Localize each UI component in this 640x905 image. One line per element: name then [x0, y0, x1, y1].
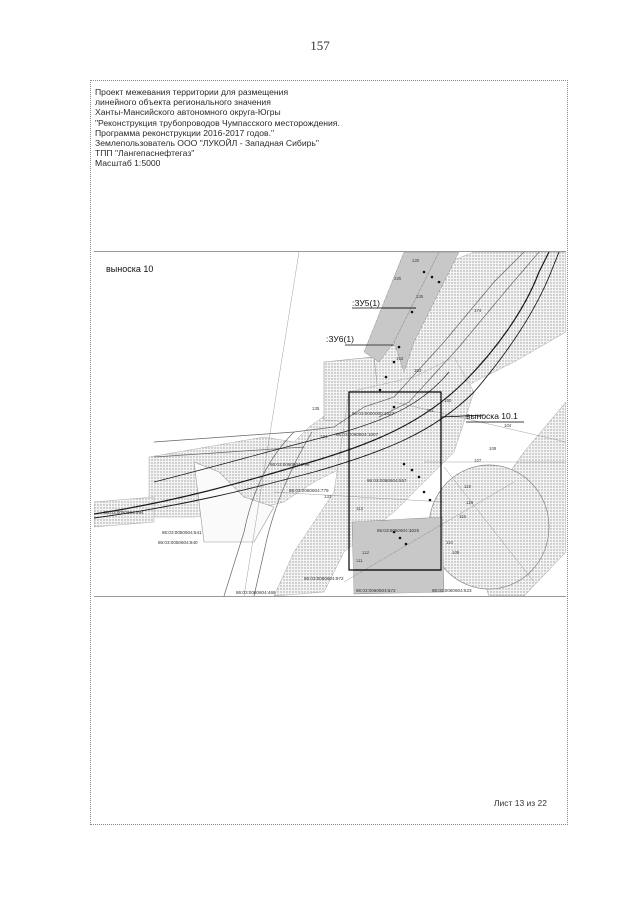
- parcel-label: 86:03:0050604:840: [158, 540, 198, 545]
- svg-text:112: 112: [362, 550, 370, 555]
- svg-text:174: 174: [474, 308, 482, 313]
- parcel-label: 86:03:0050604:1026: [377, 528, 420, 533]
- svg-text:151: 151: [426, 408, 434, 413]
- svg-text:109: 109: [452, 550, 460, 555]
- title-line: Землепользователь ООО "ЛУКОЙЛ - Западная…: [95, 138, 319, 149]
- parcel-label: 86:03:0050604:557: [367, 478, 407, 483]
- svg-text:135: 135: [312, 406, 320, 411]
- scale-line: Масштаб 1:5000: [95, 158, 161, 169]
- zone-label-zu5: :ЗУ5(1): [352, 298, 380, 308]
- title-line: "Реконструкция трубопроводов Чумпасского…: [95, 117, 340, 128]
- svg-text:108: 108: [489, 446, 497, 451]
- title-line: ТПП "Лангепаснефтегаз": [95, 148, 195, 159]
- parcel-label: 86:03:0050604:594: [104, 510, 144, 515]
- svg-text:150: 150: [444, 398, 452, 403]
- title-line: Программа реконструкции 2016-2017 годов.…: [95, 127, 275, 138]
- page-number: 157: [310, 38, 330, 53]
- parcel-label: 86:03:0060604:972: [304, 576, 344, 581]
- sheet-number: Лист 13 из 22: [493, 798, 547, 808]
- map-title: выноска 10: [106, 264, 153, 274]
- cadastral-map: 86:03:0000000:1327 86:03:0060604:1007 86…: [94, 252, 566, 596]
- svg-text:113: 113: [356, 506, 364, 511]
- terrain-areas: [94, 252, 566, 596]
- callout-rectangle: [348, 391, 442, 571]
- svg-text:110: 110: [446, 540, 454, 545]
- parcel-labels: 86:03:0000000:1327 86:03:0060604:1007 86…: [104, 411, 472, 595]
- svg-text:118: 118: [466, 500, 474, 505]
- drawing-sheet: Проект межевания территории для размещен…: [90, 80, 568, 825]
- svg-text:133: 133: [324, 494, 332, 499]
- title-block: Проект межевания территории для размещен…: [95, 87, 455, 169]
- svg-text:153: 153: [414, 368, 422, 373]
- title-line: линейного объекта регионального значения: [95, 97, 271, 108]
- svg-text:152: 152: [396, 356, 404, 361]
- title-line: Проект межевания территории для размещен…: [95, 87, 289, 97]
- parcel-label: 86:03:0050604:798: [270, 462, 310, 467]
- point-number-labels: 228 226 225 174 152 153 150 151 135 134 …: [312, 258, 512, 563]
- callout-leader: [440, 414, 485, 418]
- survey-points: [378, 270, 441, 546]
- svg-text:116: 116: [459, 514, 467, 519]
- parcel-label: 86:03:0060604:573: [356, 588, 396, 593]
- parcel-label: 86:03:0060604:1007: [336, 432, 379, 437]
- svg-text:111: 111: [356, 558, 363, 563]
- parcel-label: 86:03:0060604:469: [236, 590, 276, 595]
- map-view: 86:03:0000000:1327 86:03:0060604:1007 86…: [94, 251, 566, 597]
- parcel-label: 86:03:0060604:779: [289, 488, 329, 493]
- parcel-label: 86:03:0060604:523: [432, 588, 472, 593]
- svg-text:107: 107: [474, 458, 482, 463]
- survey-lines: [243, 252, 566, 596]
- callout-label: выноска 10.1: [466, 411, 518, 421]
- zone-label-zu6: :ЗУ6(1): [326, 334, 354, 344]
- svg-text:225: 225: [416, 294, 424, 299]
- svg-text:226: 226: [394, 276, 402, 281]
- pipelines: [94, 252, 560, 519]
- parcel-label: 86:03:0000000:1327: [352, 411, 395, 416]
- svg-text:119: 119: [464, 484, 472, 489]
- parcel-label: 86:03:0050604:541: [162, 530, 202, 535]
- svg-text:134: 134: [320, 434, 328, 439]
- svg-text:104: 104: [504, 423, 512, 428]
- svg-text:228: 228: [412, 258, 420, 263]
- title-line: Ханты-Мансийского автономного округа-Югр…: [95, 107, 281, 118]
